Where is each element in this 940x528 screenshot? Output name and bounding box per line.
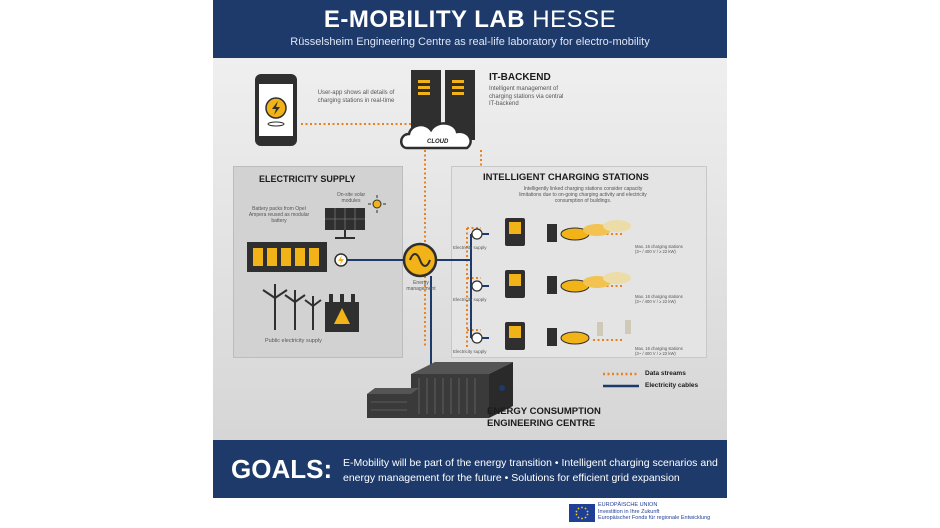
title-bold: E-MOBILITY LAB (323, 6, 526, 33)
building-icon (367, 362, 513, 418)
goals-title: GOALS: (231, 454, 333, 484)
transformer-icon (325, 294, 359, 332)
eu-flag-icon (569, 504, 595, 522)
charging-stations-text: Intelligently linked charging stations c… (519, 186, 647, 204)
row1-supply-label: Electricity supply (453, 245, 487, 250)
it-backend-heading: IT-BACKEND (489, 72, 551, 83)
legend-electricity-cables: Electricity cables (645, 382, 699, 389)
it-backend-text: Intelligent management of charging stati… (489, 86, 564, 107)
wind-turbine-icon (262, 284, 322, 330)
header-banner: E-MOBILITY LAB HESSE Rüsselsheim Enginee… (213, 0, 727, 58)
goals-text: E-Mobility will be part of the energy tr… (343, 457, 718, 484)
app-caption: User-app shows all details of charging s… (317, 90, 395, 104)
row1-spec: Max. 16 charging stations (3~ / 400 V / … (635, 244, 701, 255)
solar-label: On-site solar modules (336, 192, 366, 204)
infographic-poster: E-MOBILITY LAB HESSE Rüsselsheim Enginee… (213, 0, 727, 528)
cloud-label: CLOUD (427, 139, 449, 145)
row3-spec-line2: (3~ / 400 V / ≥ 22 kW) (635, 351, 676, 357)
power-connector-icon (334, 253, 348, 267)
eu-text: EUROPÄISCHE UNION Investition in Ihre Zu… (598, 502, 710, 522)
footer: EUROPÄISCHE UNION Investition in Ihre Zu… (213, 498, 727, 528)
smartphone-icon (255, 74, 297, 146)
row2-spec: Max. 16 charging stations (3~ / 400 V / … (635, 294, 701, 305)
cloud-icon (400, 122, 472, 150)
eu-line3: Europäischer Fonds für regionale Entwick… (598, 515, 711, 522)
battery-pack-icon (247, 242, 327, 272)
charging-row-2 (471, 270, 631, 298)
page-title: E-MOBILITY LAB HESSE (213, 6, 727, 34)
consumption-heading-line1: ENERGY CONSUMPTION (487, 406, 601, 417)
eu-line2: Investition in Ihre Zukunft (598, 508, 660, 515)
title-light: HESSE (532, 6, 617, 33)
sun-icon (368, 195, 386, 213)
diagram-area: User-app shows all details of charging s… (213, 58, 727, 440)
row1-spec-line1: Max. 16 charging stations (635, 244, 683, 249)
row3-spec: Max. 16 charging stations (3~ / 400 V / … (635, 346, 701, 357)
eu-line1: EUROPÄISCHE UNION (598, 502, 658, 508)
solar-panel-icon (325, 208, 365, 239)
electricity-supply-heading: ELECTRICITY SUPPLY (259, 174, 356, 184)
legend-data-streams: Data streams (645, 370, 686, 377)
battery-label: Battery packs from Opel Ampera reused as… (248, 206, 310, 224)
row3-supply-label: Electricity supply (453, 349, 487, 354)
charging-row-3 (471, 320, 631, 350)
goals-banner: GOALS: E-Mobility will be part of the en… (213, 440, 727, 498)
row3-spec-line1: Max. 16 charging stations (635, 346, 683, 351)
row2-spec-line1: Max. 16 charging stations (635, 294, 683, 299)
row2-supply-label: Electricity supply (453, 297, 487, 302)
charging-stations-panel (451, 166, 707, 358)
row1-spec-line2: (3~ / 400 V / ≥ 22 kW) (635, 249, 676, 255)
page-subtitle: Rüsselsheim Engineering Centre as real-l… (290, 36, 650, 48)
public-supply-label: Public electricity supply (265, 338, 322, 344)
consumption-heading-line2: ENGINEERING CENTRE (487, 418, 596, 429)
row2-spec-line2: (3~ / 400 V / ≥ 22 kW) (635, 299, 676, 305)
energy-management-icon (402, 242, 438, 278)
energy-management-label: Energy management (406, 280, 436, 292)
charging-stations-heading: INTELLIGENT CHARGING STATIONS (483, 172, 649, 183)
charging-row-1 (471, 218, 631, 246)
diagram-drawing (247, 70, 639, 418)
